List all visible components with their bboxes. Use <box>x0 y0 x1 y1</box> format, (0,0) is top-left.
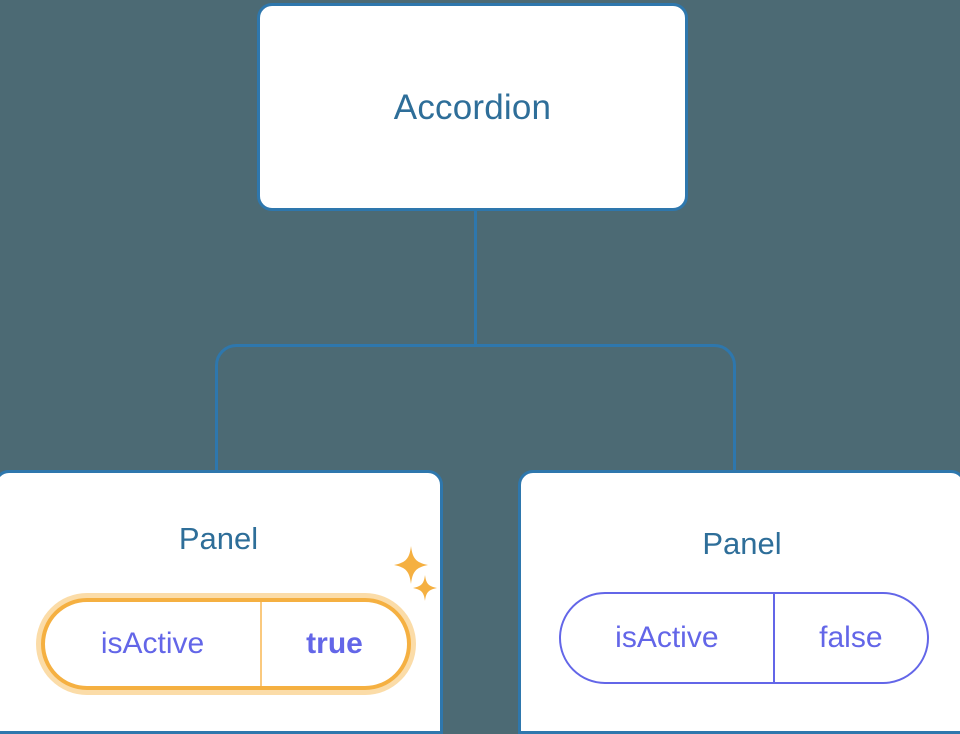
prop-pill-isactive-true[interactable]: isActive true <box>41 598 411 690</box>
node-accordion[interactable]: Accordion <box>257 3 688 211</box>
prop-value-label: true <box>260 602 407 686</box>
panel-body: Panel isActive false <box>521 473 960 731</box>
node-panel-inactive[interactable]: Panel isActive false <box>518 470 960 734</box>
panel-body: Panel isActive true <box>0 473 440 731</box>
prop-key-label: isActive <box>100 627 205 660</box>
node-panel-active[interactable]: Panel isActive true <box>0 470 443 734</box>
connector-bracket-left <box>215 344 476 472</box>
node-panel-inactive-title: Panel <box>702 526 782 561</box>
prop-value-label: false <box>772 594 927 682</box>
node-panel-active-title: Panel <box>178 521 259 556</box>
prop-key-label: isActive <box>615 621 719 654</box>
prop-pill-isactive-false[interactable]: isActive false <box>559 592 929 684</box>
node-accordion-title: Accordion <box>393 87 552 127</box>
connector-bracket-right <box>475 344 736 472</box>
